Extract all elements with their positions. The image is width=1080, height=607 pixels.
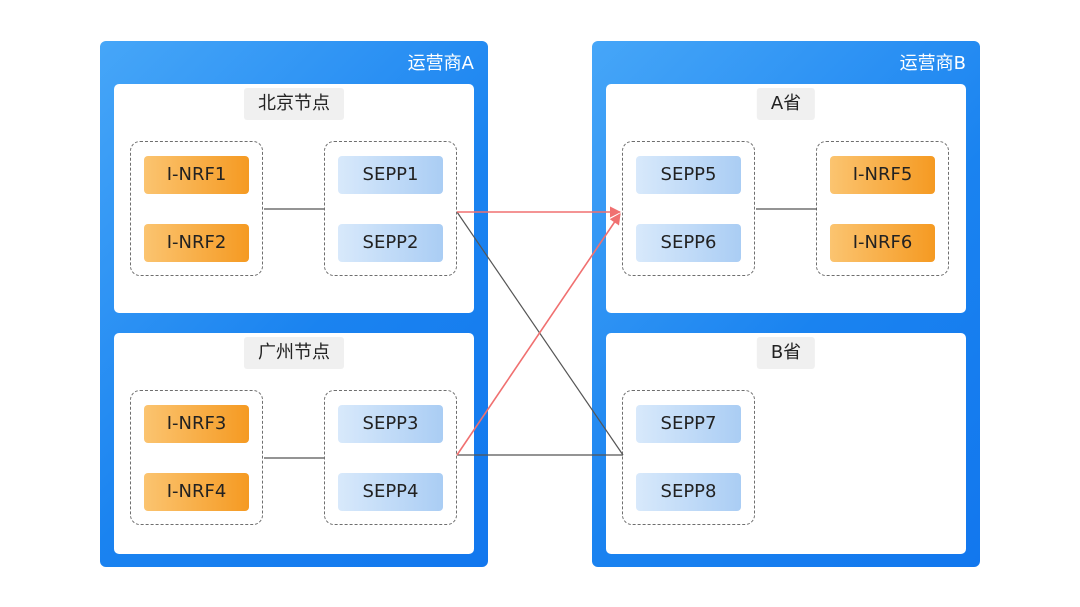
- nrf-node-2[interactable]: I-NRF2: [144, 224, 249, 262]
- sepp-node-1[interactable]: SEPP1: [338, 156, 443, 194]
- region-beijing: 北京节点 I-NRF1 I-NRF2 SEPP1 SEPP2: [114, 84, 474, 313]
- nrf-node-6[interactable]: I-NRF6: [830, 224, 935, 262]
- sepp-node-4[interactable]: SEPP4: [338, 473, 443, 511]
- sepp-node-8[interactable]: SEPP8: [636, 473, 741, 511]
- sepp-node-3[interactable]: SEPP3: [338, 405, 443, 443]
- operator-b-panel: 运营商B A省 SEPP5 SEPP6 I-NRF5 I-NRF6 B省 SEP…: [592, 41, 980, 567]
- region-a-province-title: A省: [756, 88, 816, 120]
- region-beijing-title: 北京节点: [244, 88, 344, 120]
- sepp-node-6[interactable]: SEPP6: [636, 224, 741, 262]
- nrf-node-4[interactable]: I-NRF4: [144, 473, 249, 511]
- sepp-group-guangzhou: SEPP3 SEPP4: [324, 390, 457, 525]
- nrf-group-beijing: I-NRF1 I-NRF2: [130, 141, 263, 276]
- operator-b-title: 运营商B: [899, 53, 966, 74]
- region-guangzhou: 广州节点 I-NRF3 I-NRF4 SEPP3 SEPP4: [114, 333, 474, 554]
- sepp-group-a-province: SEPP5 SEPP6: [622, 141, 755, 276]
- nrf-group-guangzhou: I-NRF3 I-NRF4: [130, 390, 263, 525]
- nrf-group-a-province: I-NRF5 I-NRF6: [816, 141, 949, 276]
- sepp-node-2[interactable]: SEPP2: [338, 224, 443, 262]
- region-a-province: A省 SEPP5 SEPP6 I-NRF5 I-NRF6: [606, 84, 966, 313]
- operator-a-title: 运营商A: [407, 53, 474, 74]
- sepp-node-7[interactable]: SEPP7: [636, 405, 741, 443]
- sepp-group-beijing: SEPP1 SEPP2: [324, 141, 457, 276]
- sepp-group-b-province: SEPP7 SEPP8: [622, 390, 755, 525]
- operator-a-panel: 运营商A 北京节点 I-NRF1 I-NRF2 SEPP1 SEPP2 广州节点…: [100, 41, 488, 567]
- sepp-node-5[interactable]: SEPP5: [636, 156, 741, 194]
- region-guangzhou-title: 广州节点: [244, 337, 344, 369]
- region-b-province-title: B省: [756, 337, 816, 369]
- nrf-node-5[interactable]: I-NRF5: [830, 156, 935, 194]
- region-b-province: B省 SEPP7 SEPP8: [606, 333, 966, 554]
- nrf-node-1[interactable]: I-NRF1: [144, 156, 249, 194]
- nrf-node-3[interactable]: I-NRF3: [144, 405, 249, 443]
